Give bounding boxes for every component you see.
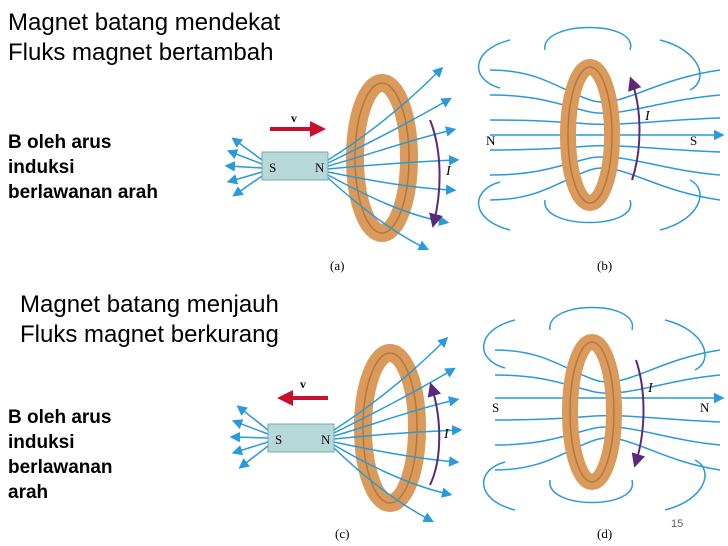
bottom-note-line2: induksi	[8, 432, 75, 453]
figure-c-velocity-label: v	[300, 377, 306, 391]
figure-d-current-arrow	[631, 359, 646, 468]
bottom-note-line4: arah	[8, 482, 49, 503]
figure-a-magnet	[261, 151, 329, 181]
figure-a-field-lines-left	[224, 137, 263, 197]
figure-b-current-label: I	[644, 109, 651, 124]
bottom-heading-line2: Fluks magnet berkurang	[20, 321, 279, 348]
figure-c-current-arrow	[427, 382, 442, 486]
figure-a-magnet-n: N	[315, 160, 325, 175]
figure-a-current-label: I	[445, 164, 452, 179]
figure-c-magnet-n: N	[321, 432, 331, 447]
figure-c-field-lines-left	[229, 405, 269, 469]
figure-a-field-lines-right	[327, 66, 460, 251]
figure-b-current-arrow	[628, 76, 642, 181]
figure-c-magnet	[267, 423, 335, 453]
figure-a-velocity-label: v	[291, 111, 297, 125]
figure-d-pole-left: S	[492, 400, 499, 415]
figure-c-caption: (c)	[335, 526, 349, 541]
figure-b: N S I (b)	[477, 26, 725, 273]
bottom-note-line3: berlawanan	[8, 457, 113, 478]
figure-a: S N v I (a)	[224, 66, 460, 273]
top-heading-line1: Magnet batang mendekat	[8, 9, 281, 36]
figure-c-current-label: I	[443, 427, 450, 442]
figure-b-caption: (b)	[597, 258, 612, 273]
figure-d: S N I (d)	[482, 306, 725, 541]
figure-d-caption: (d)	[597, 526, 612, 541]
figure-a-current-arrow	[429, 119, 443, 228]
figure-b-pole-right: S	[690, 133, 697, 148]
figure-a-caption: (a)	[330, 258, 344, 273]
figure-b-pole-left: N	[486, 133, 496, 148]
figure-c-field-lines-right	[333, 336, 463, 523]
figure-c-magnet-s: S	[275, 432, 282, 447]
top-heading-line2: Fluks magnet bertambah	[8, 39, 274, 66]
figure-d-pole-right: N	[700, 400, 710, 415]
top-note-line1: B oleh arus	[8, 132, 112, 153]
bottom-note-line1: B oleh arus	[8, 407, 112, 428]
figure-a-magnet-s: S	[269, 160, 276, 175]
top-note-line3: berlawanan arah	[8, 182, 158, 203]
figure-d-current-label: I	[647, 381, 654, 396]
figure-c: S N v I (c)	[229, 336, 463, 541]
slide-number: 15	[671, 518, 684, 530]
bottom-heading-line1: Magnet batang menjauh	[20, 291, 279, 318]
top-note-line2: induksi	[8, 157, 75, 178]
